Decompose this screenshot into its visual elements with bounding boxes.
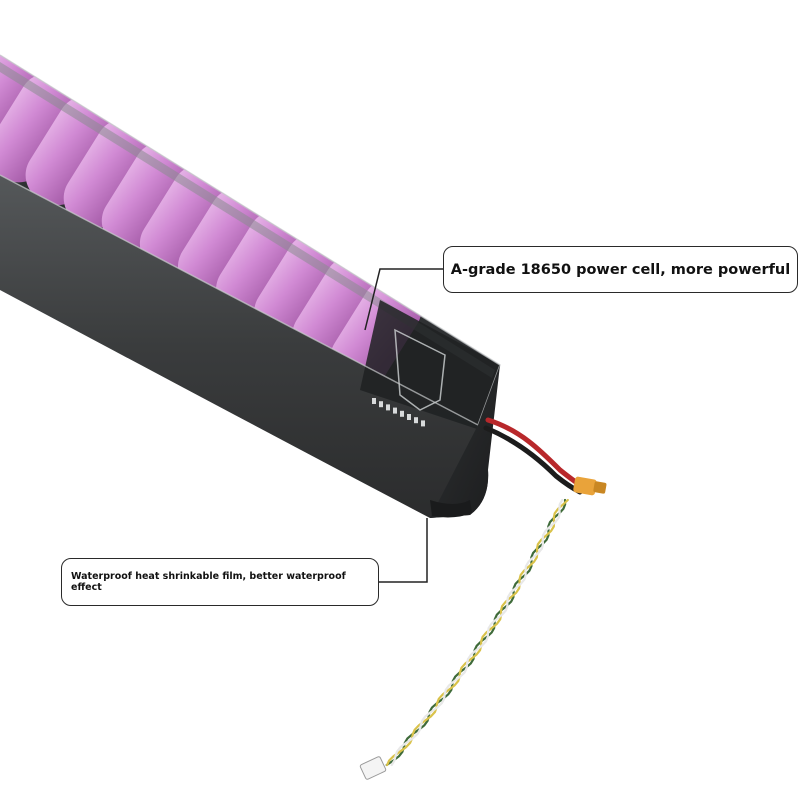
power-wire-red: [485, 417, 585, 489]
jst-plug-icon: [359, 756, 387, 780]
signal-wire-strand: [385, 498, 567, 767]
callout-cell-grade: A-grade 18650 power cell, more powerful: [443, 246, 798, 293]
bms-pad: [421, 420, 425, 427]
bms-pad: [386, 404, 390, 411]
xt30-connector-icon: [573, 476, 607, 496]
callout-waterproof-film-text: Waterproof heat shrinkable film, better …: [71, 570, 346, 594]
pack-side-casing: [0, 175, 489, 518]
battery-cell: [216, 210, 308, 320]
bms-pad: [372, 398, 376, 404]
pack-bottom-lip: [430, 500, 472, 518]
signal-wire-strand: [386, 498, 569, 767]
balance-strip: [0, 62, 495, 378]
bms-pad: [400, 410, 404, 417]
battery-cell: [292, 256, 384, 366]
battery-cell: [254, 233, 346, 343]
bms-pad: [414, 417, 418, 424]
pack-end-cap: [430, 365, 500, 518]
bms-pad: [379, 401, 383, 408]
callout-waterproof-film: Waterproof heat shrinkable film, better …: [61, 558, 379, 606]
signal-wire-twist: [385, 498, 569, 767]
leader-line-top: [364, 268, 443, 331]
leader-line-bottom: [379, 518, 428, 583]
battery-cell: [177, 187, 270, 297]
callout-cell-grade-text: A-grade 18650 power cell, more powerful: [450, 261, 791, 278]
bms-pad: [407, 414, 411, 420]
signal-wire-strand: [390, 498, 564, 767]
power-wire-black: [483, 425, 583, 495]
bms-pad: [393, 407, 397, 414]
bms-pads: [372, 398, 425, 427]
